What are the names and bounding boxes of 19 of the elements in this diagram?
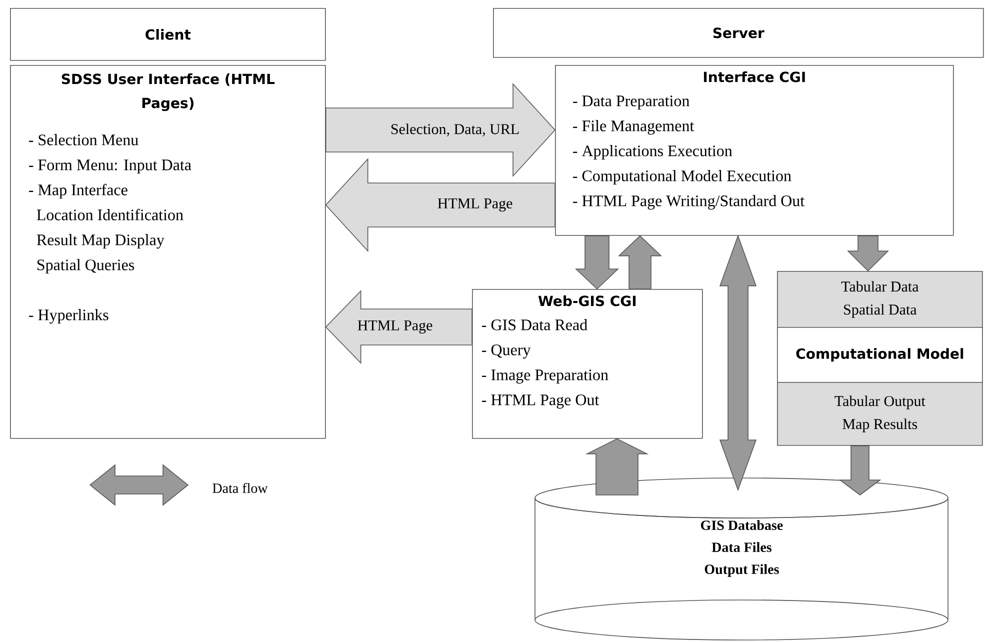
edge-label: Selection, Data, URL (389, 122, 521, 138)
process-box: SDSS User Interface (HTML Pages) - Selection Menu - Form Menu: Input Data - Map Interface Location Identification Result Map Display Spatial Queries - Hyperlinks (10, 65, 326, 439)
data-band: Tabular Data Spatial Data (777, 271, 983, 328)
data-band: Tabular Output Map Results (777, 382, 983, 446)
block-arrow (585, 438, 649, 496)
header-bar: Server (493, 8, 984, 58)
block-arrow (838, 445, 882, 496)
process-box: Web-GIS CGI - GIS Data Read - Query - Image Preparation - HTML Page Out (472, 289, 703, 439)
legend-label: Data flow (212, 483, 268, 493)
model-box: Computational Model (777, 327, 983, 383)
block-arrow (847, 235, 889, 272)
database-cylinder: GIS Database Data Files Output Files (534, 478, 948, 640)
process-box: Interface CGI - Data Preparation - File Management - Applications Execution - Computational Model Execution - HTML Page Writing/Standard Out (555, 65, 954, 236)
edge-label: HTML Page (356, 319, 434, 335)
block-arrow (618, 235, 662, 290)
block-arrow (325, 158, 556, 252)
header-bar: Client (10, 8, 326, 61)
block-arrow (575, 235, 619, 290)
edge-label: HTML Page (436, 197, 514, 213)
